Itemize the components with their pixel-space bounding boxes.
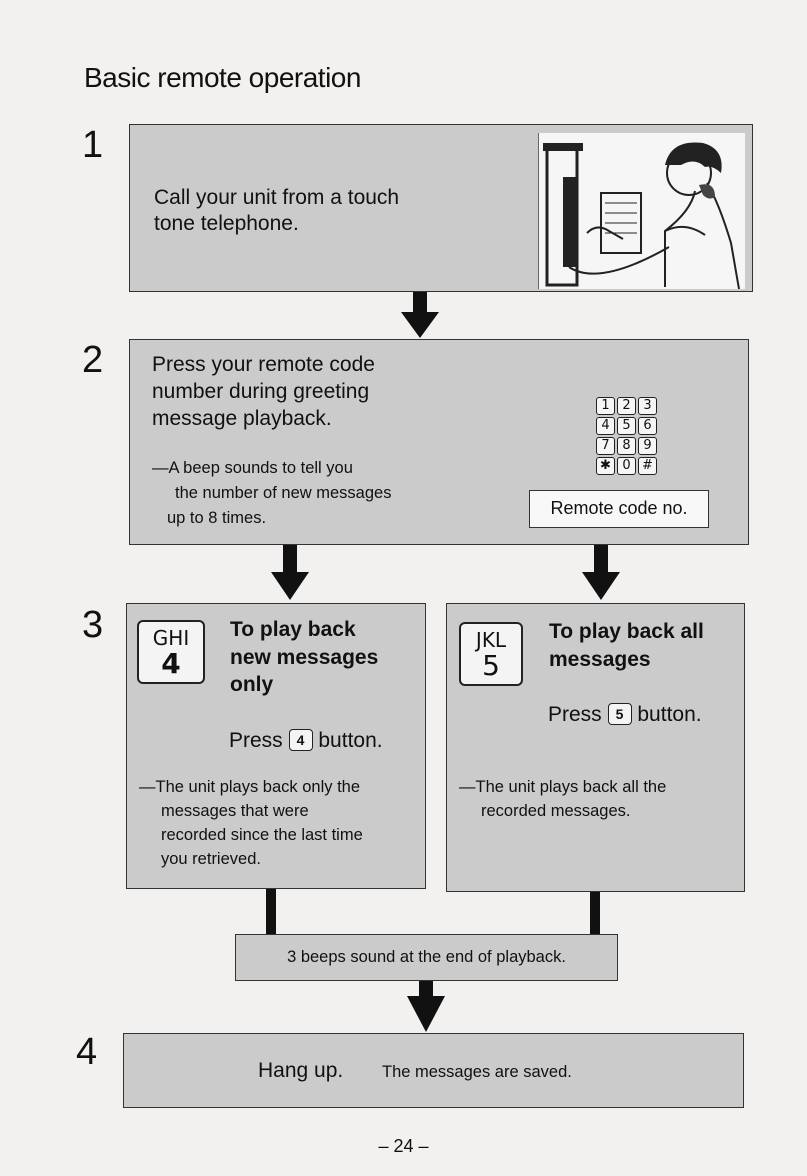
- keypad-key-3: 3: [638, 397, 657, 415]
- key-4-digit: 4: [161, 647, 181, 680]
- step-3-left-note-line4: you retrieved.: [161, 850, 261, 868]
- step-2-text-line2: number during greeting: [152, 380, 370, 403]
- woman-on-phone-illustration: [538, 133, 745, 290]
- step-3-number: 3: [82, 604, 104, 646]
- key-4-letters: GHI: [152, 626, 190, 650]
- keypad-key-0: 0: [617, 457, 636, 475]
- arrow-step2-to-step3-left: [283, 545, 297, 575]
- keypad-key-9: 9: [638, 437, 657, 455]
- beeps-box: 3 beeps sound at the end of playback.: [235, 934, 618, 981]
- step-3-left-heading-line3: only: [230, 673, 274, 696]
- step-3-left-note-line3: recorded since the last time: [161, 826, 363, 844]
- step-3-right-note-line2: recorded messages.: [481, 802, 631, 820]
- connector-left: [266, 889, 276, 934]
- step-3-left-press-line: Press 4 button.: [229, 728, 383, 754]
- arrow-beeps-to-step4: [419, 981, 433, 999]
- arrow-step1-to-step2: [413, 292, 427, 314]
- step-3-right-note-line1: —The unit plays back all the: [459, 778, 667, 796]
- keypad-key-7: 7: [596, 437, 615, 455]
- step-1-text-line1: Call your unit from a touch: [154, 186, 400, 209]
- step-2-number: 2: [82, 339, 104, 381]
- step-3-left-note-line2: messages that were: [161, 802, 309, 820]
- keypad-key-1: 1: [596, 397, 615, 415]
- keypad-key-2: 2: [617, 397, 636, 415]
- button-word: button.: [318, 729, 383, 752]
- remote-code-label: Remote code no.: [529, 490, 709, 528]
- key-4-inline: 4: [288, 729, 313, 751]
- key-5-digit: 5: [482, 649, 500, 682]
- arrow-head-step2-to-step3-right: [582, 572, 620, 600]
- step-2-text-line1: Press your remote code: [152, 353, 375, 376]
- step-4-sub: The messages are saved.: [382, 1063, 572, 1081]
- keypad-key-4: 4: [596, 417, 615, 435]
- step-2-note-line1: —A beep sounds to tell you: [152, 459, 353, 477]
- arrow-step2-to-step3-right: [594, 545, 608, 575]
- step-3-right-heading-line2: messages: [549, 648, 651, 671]
- step-3-left-heading-line1: To play back: [230, 618, 356, 641]
- arrow-head-step2-to-step3-left: [271, 572, 309, 600]
- step-2-note-line2: the number of new messages: [175, 484, 392, 502]
- step-3-left-heading-line2: new messages: [230, 646, 379, 669]
- key-5-badge: JKL 5: [459, 622, 523, 686]
- telephone-illustration-icon: [543, 142, 740, 290]
- connector-right: [590, 892, 600, 934]
- step-3-left-box: GHI 4 To play back new messages only Pre…: [126, 603, 426, 889]
- step-4-main: Hang up.: [258, 1059, 344, 1082]
- step-4-box: Hang up. The messages are saved.: [123, 1033, 744, 1108]
- keypad-key-8: 8: [617, 437, 636, 455]
- keypad-key-star: ✱: [596, 457, 615, 475]
- step-3-right-press-line: Press 5 button.: [548, 702, 702, 728]
- arrow-head-step1-to-step2: [401, 312, 439, 338]
- step-2-note-line3: up to 8 times.: [167, 509, 267, 527]
- step-3-left-note-line1: —The unit plays back only the: [139, 778, 361, 796]
- step-3-right-box: JKL 5 To play back all messages Press 5 …: [446, 603, 745, 892]
- step-1-text-line2: tone telephone.: [154, 212, 299, 235]
- key-4-badge: GHI 4: [137, 620, 205, 684]
- page-title: Basic remote operation: [84, 62, 361, 93]
- press-word: Press: [548, 703, 602, 726]
- button-word: button.: [637, 703, 702, 726]
- arrow-head-beeps-to-step4: [407, 996, 445, 1032]
- keypad: 1 2 3 4 5 6 7 8 9 ✱ 0 #: [596, 397, 657, 475]
- step-2-text-line3: message playback.: [152, 407, 332, 430]
- step-1-number: 1: [82, 124, 104, 166]
- key-5-inline: 5: [607, 703, 632, 725]
- step-4-number: 4: [76, 1031, 98, 1073]
- key-5-letters: JKL: [475, 628, 507, 652]
- page-number: – 24 –: [378, 1136, 429, 1156]
- step-3-right-heading-line1: To play back all: [549, 620, 704, 643]
- keypad-key-hash: #: [638, 457, 657, 475]
- press-word: Press: [229, 729, 283, 752]
- keypad-key-6: 6: [638, 417, 657, 435]
- step-1-box: Call your unit from a touch tone telepho…: [129, 124, 753, 292]
- keypad-key-5: 5: [617, 417, 636, 435]
